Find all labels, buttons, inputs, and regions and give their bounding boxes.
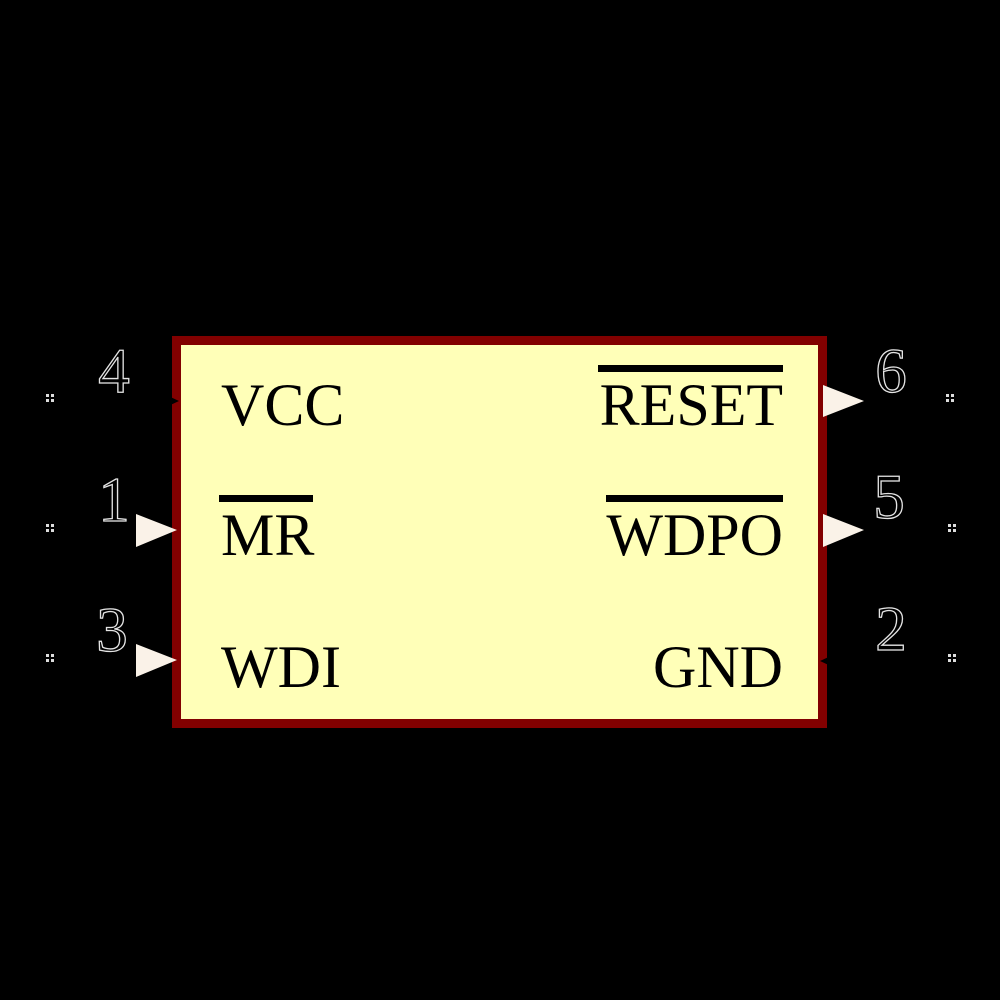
pin-number-3: 3 [96,595,128,665]
pin-number-6: 6 [875,336,907,406]
component-body[interactable] [172,336,827,728]
endpoint-dot [948,659,951,662]
endpoint-dot [46,529,49,532]
pin-arrow-input-3[interactable] [136,644,177,677]
endpoint-dot [953,529,956,532]
endpoint-dot [946,399,949,402]
pin-stub-2[interactable] [820,654,835,668]
endpoint-dot [51,529,54,532]
endpoint-dot [51,399,54,402]
endpoint-dot [46,654,49,657]
endpoint-dot [948,654,951,657]
pin-arrow-output-5[interactable] [823,514,864,547]
pin-3-wdi[interactable]: 3 WDI [46,594,341,700]
endpoint-dot [46,524,49,527]
endpoint-dot [51,524,54,527]
pin-stub-4[interactable] [164,394,179,408]
endpoint-dot [953,524,956,527]
pin-endpoint-marker-1[interactable] [46,524,54,532]
pin-label-gnd: GND [653,634,783,700]
pin-6-reset[interactable]: 6 RESET [598,335,954,438]
overline-wdpo [606,495,783,502]
overline-reset [598,365,783,372]
pin-endpoint-marker-5[interactable] [948,524,956,532]
pin-4-vcc[interactable]: 4 VCC [46,335,344,438]
endpoint-dot [951,394,954,397]
endpoint-dot [51,654,54,657]
pin-label-wdpo: WDPO [606,502,783,568]
pin-number-1: 1 [98,465,130,535]
endpoint-dot [953,659,956,662]
pin-5-wdpo[interactable]: 5 WDPO [606,461,956,568]
pin-label-wdi: WDI [221,634,341,700]
pin-endpoint-marker-2[interactable] [948,654,956,662]
endpoint-dot [948,529,951,532]
endpoint-dot [46,659,49,662]
pin-endpoint-marker-6[interactable] [946,394,954,402]
endpoint-dot [51,659,54,662]
pin-number-5: 5 [873,462,905,532]
pin-label-mr: MR [221,502,314,568]
pin-number-2: 2 [875,594,907,664]
endpoint-dot [46,399,49,402]
endpoint-dot [51,394,54,397]
pin-endpoint-marker-4[interactable] [46,394,54,402]
overline-mr [219,495,313,502]
pin-label-reset: RESET [600,372,783,438]
endpoint-dot [953,654,956,657]
pin-number-4: 4 [98,336,130,406]
endpoint-dot [948,524,951,527]
pin-arrow-input-1[interactable] [136,514,177,547]
endpoint-dot [46,394,49,397]
pin-endpoint-marker-3[interactable] [46,654,54,662]
pin-arrow-output-6[interactable] [823,385,864,417]
pin-2-gnd[interactable]: 2 GND [653,593,956,700]
pin-label-vcc: VCC [221,372,344,438]
pin-1-mr[interactable]: 1 MR [46,464,314,568]
endpoint-dot [951,399,954,402]
endpoint-dot [946,394,949,397]
